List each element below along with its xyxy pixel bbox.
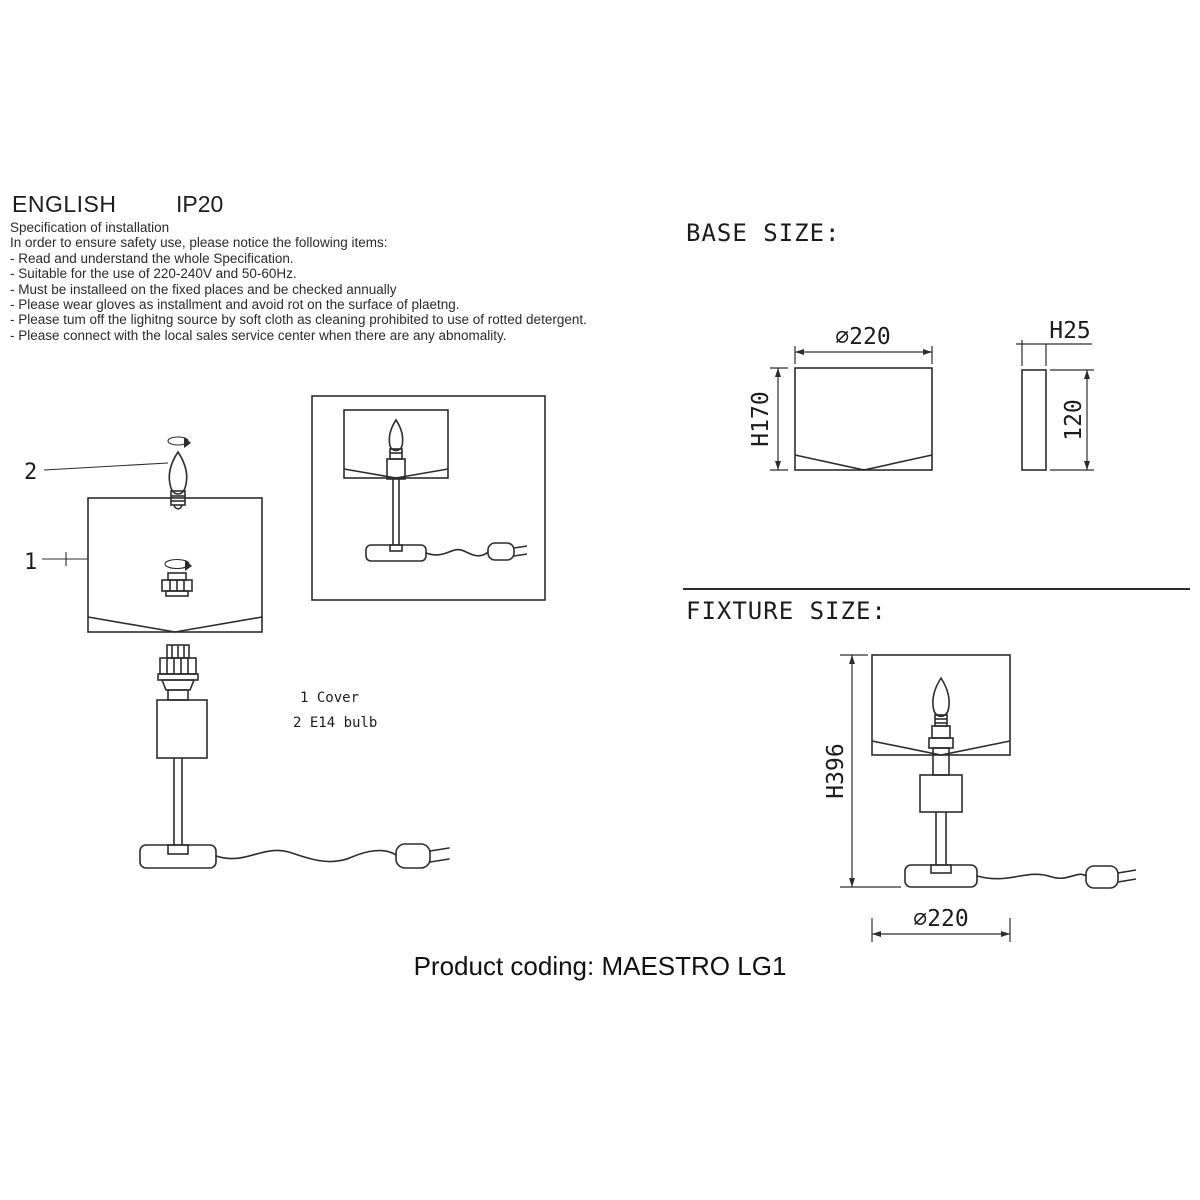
legend-cover: 1 Cover [300, 690, 359, 706]
shade-front-view [794, 367, 933, 471]
spec-title: Specification of installation [10, 220, 170, 235]
fixture-size-diagram: H396 ⌀220 [823, 654, 1137, 942]
stem-and-base [139, 758, 217, 869]
shade-height-dimension [770, 367, 788, 471]
base-thickness-label: H25 [1049, 318, 1091, 344]
shade-exploded [87, 497, 263, 633]
spec-item: - Please connect with the local sales se… [10, 327, 507, 343]
base-size-diagram: ⌀220 H170 H25 120 [748, 318, 1094, 471]
base-height-label: H170 [748, 391, 774, 446]
spec-item: - Please wear gloves as installment and … [10, 297, 460, 313]
fixture-diameter-label: ⌀220 [913, 906, 968, 932]
product-coding: Product coding: MAESTRO LG1 [413, 951, 787, 981]
fixture-height-dimension [840, 654, 901, 888]
spec-intro: In order to ensure safety use, please no… [10, 235, 388, 251]
language-label: ENGLISH [12, 191, 117, 217]
base-depth-label: 120 [1061, 399, 1087, 441]
spec-item: - Suitable for the use of 220-240V and 5… [10, 266, 297, 282]
depth-dimension [1050, 369, 1094, 471]
callout-1-leader [42, 552, 88, 566]
spec-item: - Must be installeed on the fixed places… [10, 281, 397, 297]
plug-icon [1085, 865, 1119, 889]
callout-2-leader [43, 462, 169, 471]
callout-2-label: 2 [24, 460, 37, 485]
e14-bulb-exploded [167, 436, 191, 510]
spec-item: - Please tum off the lighitng source by … [10, 312, 587, 328]
base-diameter-label: ⌀220 [835, 324, 890, 350]
assembled-lamp-drawing [871, 654, 1137, 889]
fixture-diameter-dimension [871, 918, 1011, 942]
fixture-height-label: H396 [823, 743, 849, 798]
exploded-view-diagram: 2 1 [24, 395, 546, 869]
diameter-dimension [794, 346, 933, 364]
ip-rating-label: IP20 [176, 191, 224, 217]
socket-and-body [156, 644, 208, 759]
legend-bulb: 2 E14 bulb [293, 715, 377, 731]
power-cord-and-plug [215, 843, 450, 869]
inset-assembled-view [311, 395, 546, 601]
base-side-view [1021, 369, 1047, 471]
spec-item: - Read and understand the whole Specific… [10, 250, 294, 266]
thickness-dimension [1016, 340, 1092, 366]
fixture-size-title: FIXTURE SIZE: [686, 597, 887, 625]
base-size-title: BASE SIZE: [686, 219, 841, 247]
section-divider [683, 588, 1190, 590]
callout-1-label: 1 [24, 550, 37, 575]
installation-instructions: Specification of installation In order t… [10, 220, 655, 343]
plug-icon [395, 843, 431, 869]
